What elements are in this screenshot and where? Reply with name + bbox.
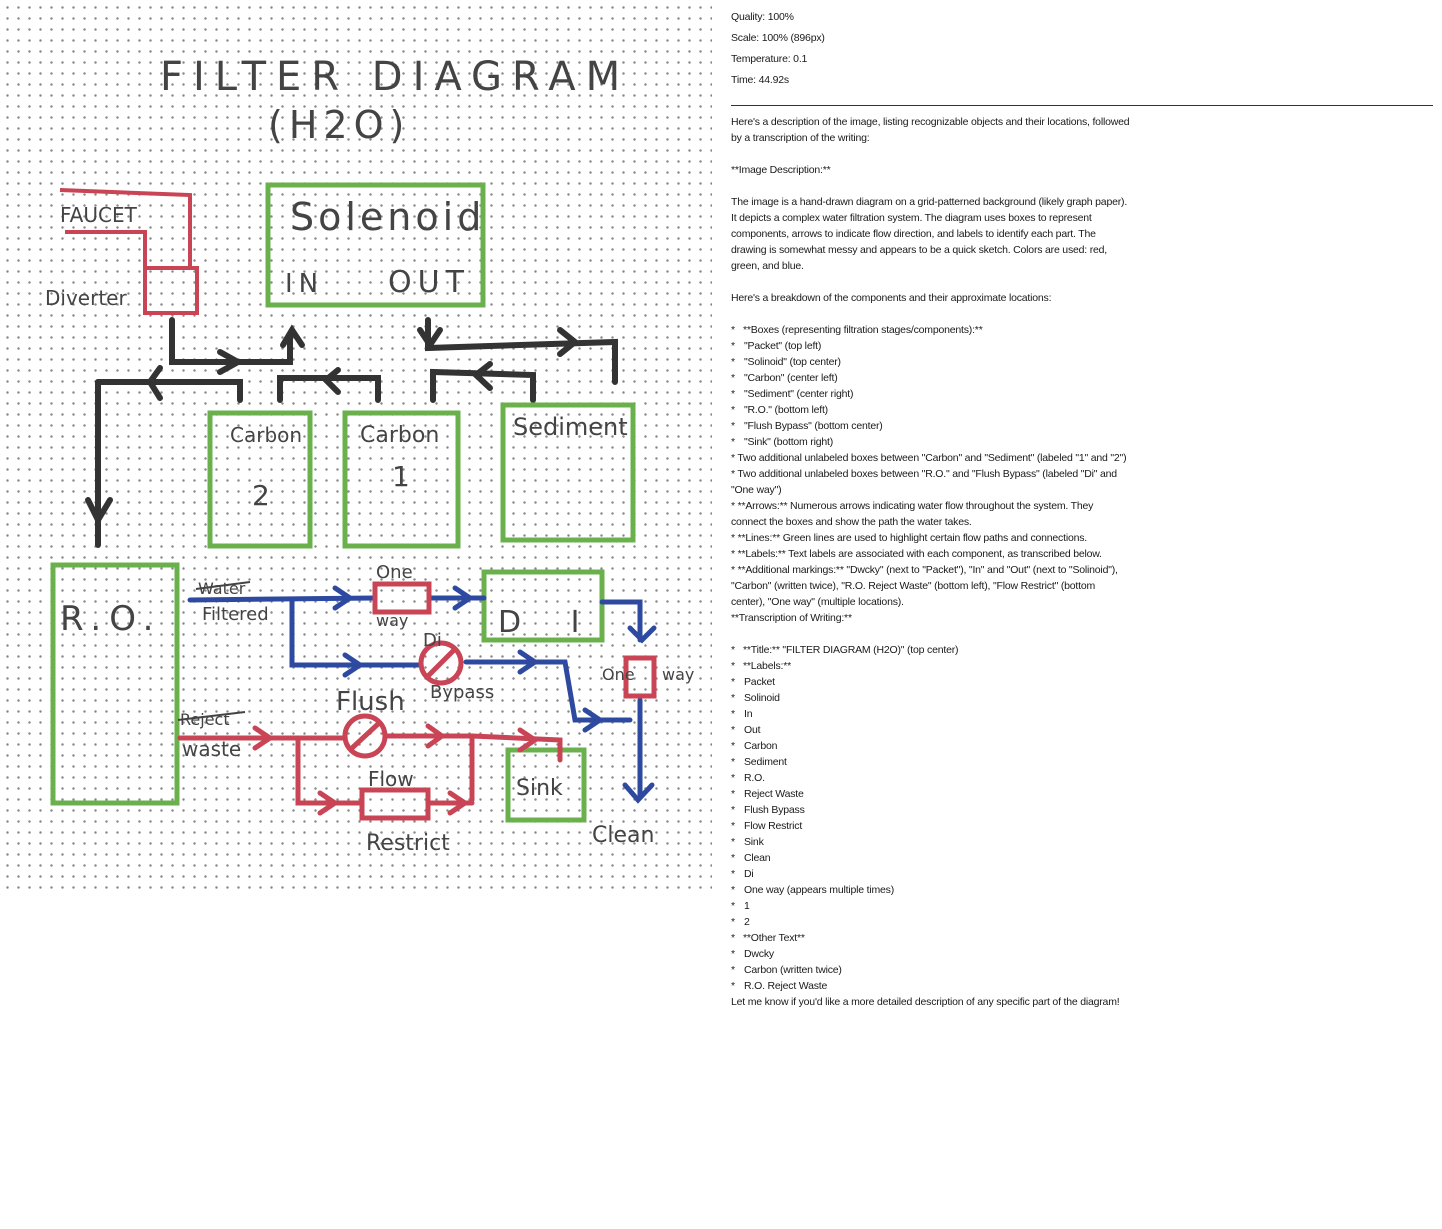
list-item: * **Arrows:** Numerous arrows indicating… xyxy=(731,498,1131,530)
image-description-heading: **Image Description:** xyxy=(731,162,1131,178)
list-item: *1 xyxy=(731,898,1131,914)
output-panel: Quality: 100% Scale: 100% (896px) Temper… xyxy=(731,0,1433,1026)
one-way-top-way: way xyxy=(376,611,408,630)
list-item: *Solinoid xyxy=(731,690,1131,706)
quality-readout: Quality: 100% xyxy=(731,9,1433,30)
filter-diagram-sketch: FILTER DIAGRAM (H2O) FAUCET Diverter Sol… xyxy=(0,0,712,892)
filtered-label: Filtered xyxy=(202,604,269,625)
flow-restrict-box xyxy=(362,790,428,818)
one-way-right-way: way xyxy=(662,665,694,684)
waste-label: waste xyxy=(182,737,241,761)
flush-label: Flush xyxy=(336,687,405,717)
carbon-1-label: Carbon xyxy=(360,423,439,448)
list-item: *Di xyxy=(731,866,1131,882)
list-item: *Carbon (written twice) xyxy=(731,962,1131,978)
ro-label: R.O. xyxy=(60,599,161,639)
list-item: *"Solinoid" (top center) xyxy=(731,354,1131,370)
response-text: Here's a description of the image, listi… xyxy=(731,114,1131,1010)
list-item: ***Other Text** xyxy=(731,930,1131,946)
time-readout: Time: 44.92s xyxy=(731,72,1433,93)
list-item: *In xyxy=(731,706,1131,722)
components-list: ***Boxes (representing filtration stages… xyxy=(731,322,1131,610)
list-item: *Dwcky xyxy=(731,946,1131,962)
closing-text: Let me know if you'd like a more detaile… xyxy=(731,994,1131,1010)
list-item: * **Labels:** Text labels are associated… xyxy=(731,546,1131,562)
solenoid-in-label: IN xyxy=(285,269,324,299)
flow-label: Flow xyxy=(368,767,414,791)
temperature-readout: Temperature: 0.1 xyxy=(731,51,1433,72)
di-valve-label: Di xyxy=(423,630,442,651)
breakdown-intro: Here's a breakdown of the components and… xyxy=(731,290,1131,306)
list-item: *Carbon xyxy=(731,738,1131,754)
sediment-label: Sediment xyxy=(513,413,628,441)
diverter-label: Diverter xyxy=(45,286,127,310)
restrict-label: Restrict xyxy=(366,831,450,856)
faucet-label: FAUCET xyxy=(60,203,138,227)
list-item: * Two additional unlabeled boxes between… xyxy=(731,450,1131,466)
scale-readout: Scale: 100% (896px) xyxy=(731,30,1433,51)
list-item: *"Sediment" (center right) xyxy=(731,386,1131,402)
transcription-list: ***Title:** "FILTER DIAGRAM (H2O)" (top … xyxy=(731,642,1131,994)
list-item: *Clean xyxy=(731,850,1131,866)
list-item: *"Carbon" (center left) xyxy=(731,370,1131,386)
list-item: ***Title:** "FILTER DIAGRAM (H2O)" (top … xyxy=(731,642,1131,658)
list-item: *"Packet" (top left) xyxy=(731,338,1131,354)
one-way-right-one: One xyxy=(602,665,635,684)
list-item: *Out xyxy=(731,722,1131,738)
list-item: *Reject Waste xyxy=(731,786,1131,802)
list-item: ***Labels:** xyxy=(731,658,1131,674)
clean-label: Clean xyxy=(592,823,654,848)
list-item: * Two additional unlabeled boxes between… xyxy=(731,466,1131,498)
list-item: *Sediment xyxy=(731,754,1131,770)
list-item: *"Sink" (bottom right) xyxy=(731,434,1131,450)
divider xyxy=(731,105,1433,106)
carbon-2-number: 2 xyxy=(252,479,270,512)
list-item: * **Additional markings:** "Dwcky" (next… xyxy=(731,562,1131,610)
one-way-valve-top xyxy=(375,584,429,612)
list-item: *Flow Restrict xyxy=(731,818,1131,834)
bypass-label: Bypass xyxy=(430,682,494,703)
diagram-image: FILTER DIAGRAM (H2O) FAUCET Diverter Sol… xyxy=(0,0,712,892)
solenoid-label: Solenoid xyxy=(290,195,485,239)
list-item: *One way (appears multiple times) xyxy=(731,882,1131,898)
list-item: *R.O. xyxy=(731,770,1131,786)
transcription-heading: **Transcription of Writing:** xyxy=(731,610,1131,626)
list-item: *Packet xyxy=(731,674,1131,690)
sink-label: Sink xyxy=(516,776,563,801)
solenoid-out-label: OUT xyxy=(388,265,470,300)
diagram-subtitle: (H2O) xyxy=(268,103,410,147)
carbon-2-label: Carbon xyxy=(230,423,302,447)
list-item: *2 xyxy=(731,914,1131,930)
di-box-label: D I xyxy=(498,605,599,640)
list-item: *"R.O." (bottom left) xyxy=(731,402,1131,418)
list-item: ***Boxes (representing filtration stages… xyxy=(731,322,1131,338)
one-way-top-one: One xyxy=(376,562,413,583)
response-intro: Here's a description of the image, listi… xyxy=(731,114,1131,146)
list-item: *Sink xyxy=(731,834,1131,850)
list-item: *R.O. Reject Waste xyxy=(731,978,1131,994)
list-item: * **Lines:** Green lines are used to hig… xyxy=(731,530,1131,546)
list-item: *"Flush Bypass" (bottom center) xyxy=(731,418,1131,434)
image-description: The image is a hand-drawn diagram on a g… xyxy=(731,194,1131,274)
diagram-title: FILTER DIAGRAM xyxy=(160,54,630,100)
carbon-1-number: 1 xyxy=(392,460,410,493)
list-item: *Flush Bypass xyxy=(731,802,1131,818)
